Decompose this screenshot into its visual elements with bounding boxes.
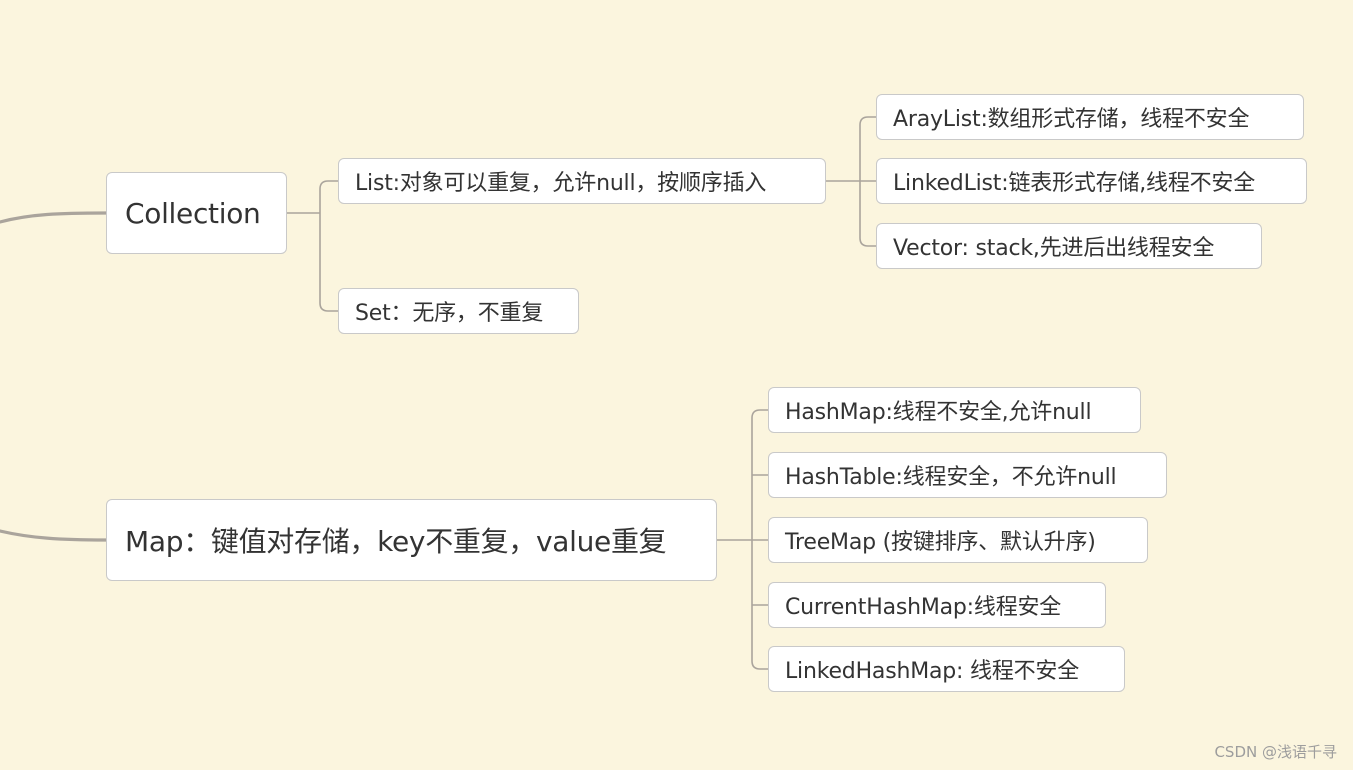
map-branch-connector — [716, 409, 769, 670]
set-node[interactable]: Set：无序，不重复 — [338, 288, 579, 334]
root-to-collection-connector — [0, 211, 108, 224]
vector-node[interactable]: Vector: stack,先进后出线程安全 — [876, 223, 1262, 269]
treemap-label: TreeMap (按键排序、默认升序) — [785, 530, 1096, 555]
linkedhashmap-label: LinkedHashMap: 线程不安全 — [785, 659, 1080, 684]
hashmap-node[interactable]: HashMap:线程不安全,允许null — [768, 387, 1141, 433]
treemap-node[interactable]: TreeMap (按键排序、默认升序) — [768, 517, 1148, 563]
list-label: List:对象可以重复，允许null，按顺序插入 — [355, 171, 767, 196]
list-node[interactable]: List:对象可以重复，允许null，按顺序插入 — [338, 158, 826, 204]
collection-branch-connector — [286, 180, 339, 312]
araylist-node[interactable]: ArayList:数组形式存储，线程不安全 — [876, 94, 1304, 140]
map-label: Map：键值对存储，key不重复，value重复 — [125, 525, 667, 558]
hashtable-node[interactable]: HashTable:线程安全，不允许null — [768, 452, 1167, 498]
list-branch-connector — [825, 116, 877, 247]
currenthashmap-node[interactable]: CurrentHashMap:线程安全 — [768, 582, 1106, 628]
hashtable-label: HashTable:线程安全，不允许null — [785, 465, 1117, 490]
linkedlist-label: LinkedList:链表形式存储,线程不安全 — [893, 171, 1256, 196]
collection-node[interactable]: Collection — [106, 172, 287, 254]
linkedlist-node[interactable]: LinkedList:链表形式存储,线程不安全 — [876, 158, 1307, 204]
araylist-label: ArayList:数组形式存储，线程不安全 — [893, 107, 1250, 132]
map-node[interactable]: Map：键值对存储，key不重复，value重复 — [106, 499, 717, 581]
watermark: CSDN @浅语千寻 — [1214, 743, 1337, 761]
root-to-map-connector — [0, 529, 108, 542]
vector-label: Vector: stack,先进后出线程安全 — [893, 236, 1215, 261]
currenthashmap-label: CurrentHashMap:线程安全 — [785, 595, 1062, 620]
set-label: Set：无序，不重复 — [355, 301, 544, 326]
hashmap-label: HashMap:线程不安全,允许null — [785, 400, 1092, 425]
collection-label: Collection — [125, 196, 261, 230]
linkedhashmap-node[interactable]: LinkedHashMap: 线程不安全 — [768, 646, 1125, 692]
